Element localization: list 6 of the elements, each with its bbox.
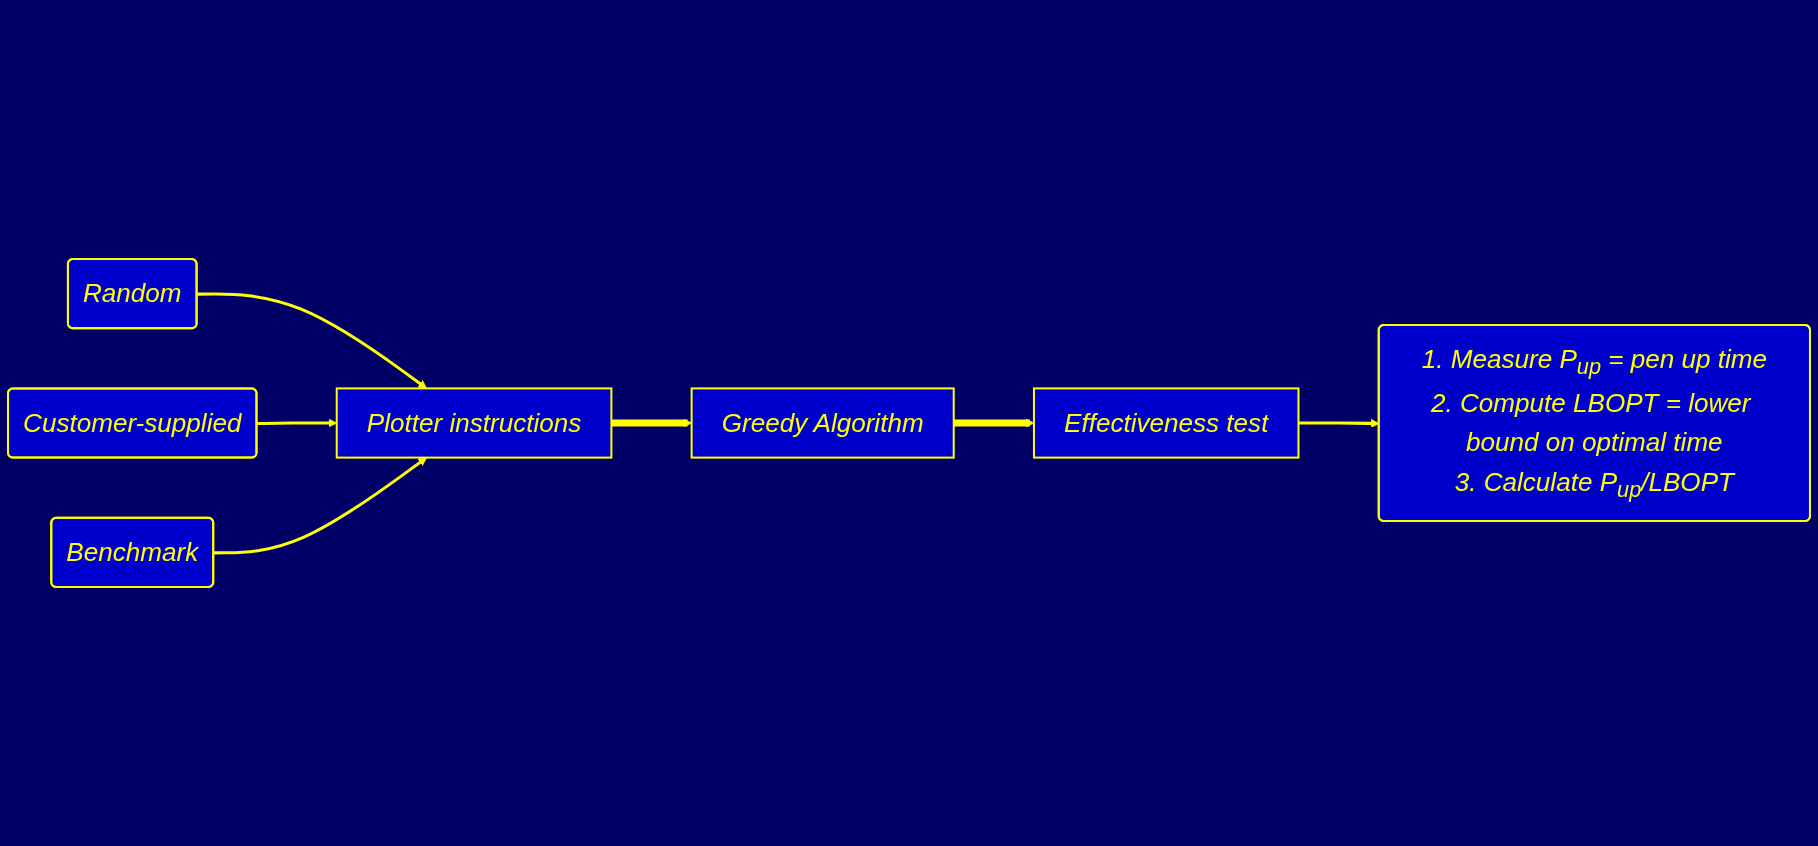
arrow: [213, 457, 427, 555]
node-box: Greedy Algorithm: [690, 387, 955, 459]
arrow: [611, 418, 693, 428]
arrow: [197, 292, 427, 389]
node-box: Effectiveness test: [1032, 387, 1300, 459]
node-box: Plotter instructions: [335, 387, 613, 459]
